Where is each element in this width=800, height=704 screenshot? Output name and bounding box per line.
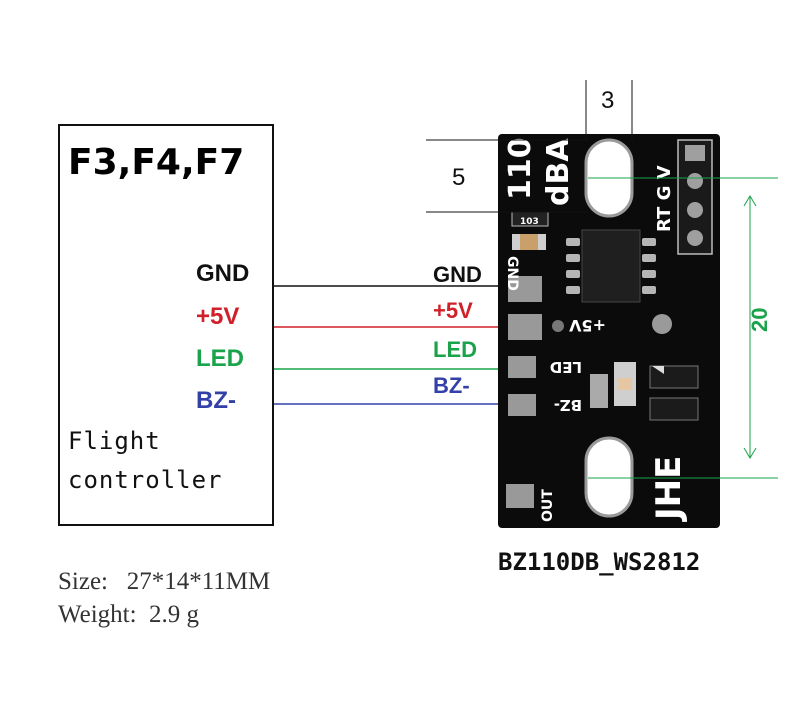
board-label-bz: BZ- [433,373,470,398]
flight-controller-title: F3,F4,F7 [68,142,245,183]
silk-gnd: GND [504,256,520,291]
silk-resistor: 103 [520,217,539,227]
silk-bz: BZ- [554,396,582,414]
fc-subtitle-line2: controller [68,466,223,494]
silk-5v: +5V [568,316,606,335]
silk-out: OUT [540,489,556,522]
board-label-5v: +5V [433,298,473,323]
silk-corner: RT G V [654,165,675,232]
board-label-gnd: GND [433,262,482,287]
ic-chip [581,229,641,303]
spec-weight: Weight: 2.9 g [58,601,200,628]
dimension-right-label: 20 [747,308,772,332]
fc-pin-bz: BZ- [196,387,236,414]
silk-top-number: 110 [503,137,538,200]
fc-pin-led: LED [196,345,244,372]
pcb-board: 110 dBA RT G V 103 GND +5V LED BZ- OUT J… [498,134,720,528]
fc-pin-gnd: GND [196,260,250,287]
spec-size: Size: 27*14*11MM [58,568,271,595]
flight-controller-box [58,124,274,526]
part-number: BZ110DB_WS2812 [498,548,701,576]
silk-top-unit: dBA [541,138,576,206]
fc-subtitle-line1: Flight [68,427,161,455]
silk-brand: JHE [649,456,689,522]
silk-led: LED [550,358,582,376]
board-label-led: LED [433,337,477,362]
dimension-top-label: 3 [601,87,615,114]
mounting-slot-bottom [584,436,634,518]
dimension-left-label: 5 [452,164,466,191]
fc-pin-5v: +5V [196,303,240,330]
